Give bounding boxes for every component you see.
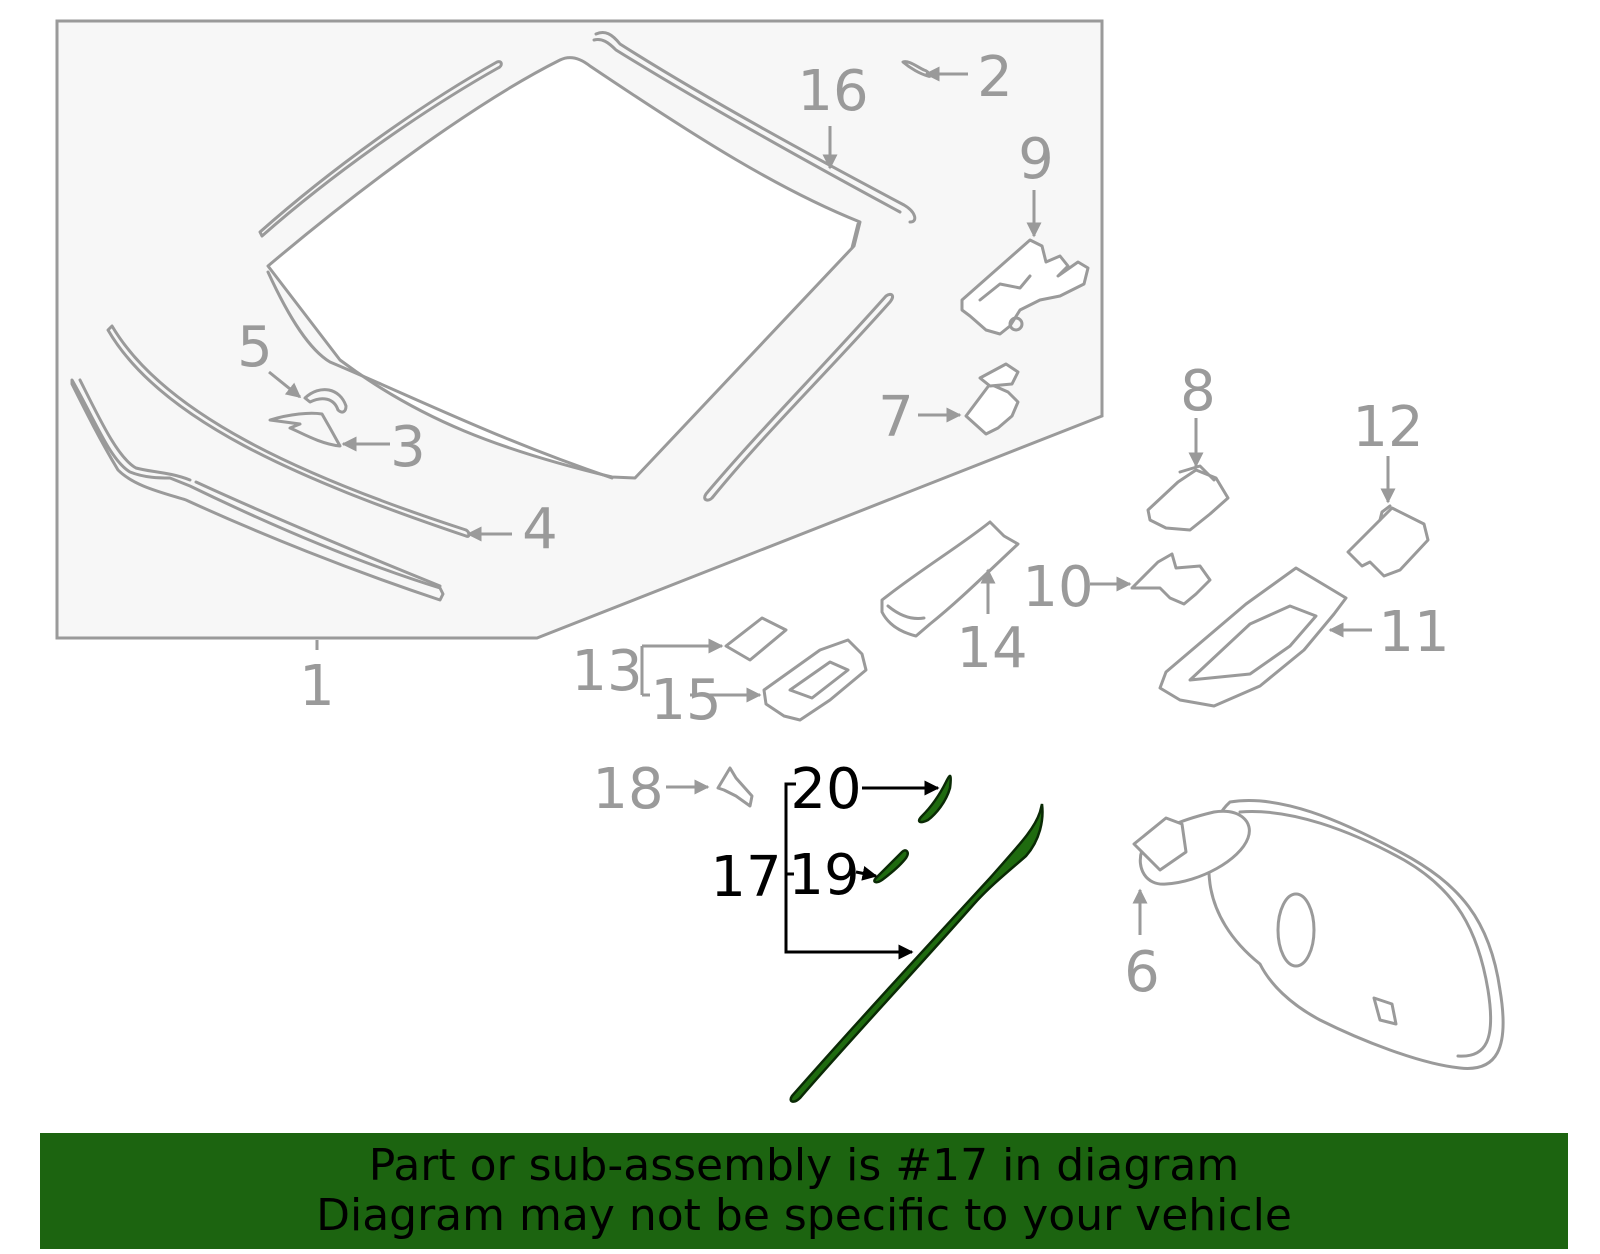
callout-label-6: 6 <box>1124 940 1160 1005</box>
callout-label-9: 9 <box>1018 127 1054 192</box>
part-13-pad <box>724 616 788 662</box>
info-banner-background <box>40 1133 1568 1249</box>
part-12-bracket <box>1346 504 1430 578</box>
callout-label-11: 11 <box>1378 600 1449 665</box>
callout-label-8: 8 <box>1180 359 1216 424</box>
part-8-sensor <box>1146 464 1230 532</box>
part-5-cover <box>303 388 348 414</box>
callout-label-5: 5 <box>237 315 273 380</box>
windshield-glass <box>266 56 862 480</box>
callout-label-2: 2 <box>977 45 1013 110</box>
info-banner: Part or sub-assembly is #17 in diagram D… <box>40 1133 1568 1249</box>
part-7-bracket <box>964 362 1020 436</box>
leader-lines <box>268 66 1396 960</box>
callout-label-10: 10 <box>1022 555 1093 620</box>
callout-label-12: 12 <box>1352 395 1423 460</box>
part-9-bracket <box>960 238 1090 336</box>
callout-label-17: 17 <box>710 845 781 910</box>
callout-label-15: 15 <box>650 668 721 733</box>
part-16-upper-moulding <box>592 30 917 224</box>
banner-line-2: Diagram may not be specific to your vehi… <box>316 1190 1292 1241</box>
left-pillar-moulding <box>258 60 503 238</box>
callout-label-13: 13 <box>571 639 642 704</box>
part-3-bracket <box>268 411 342 448</box>
part-10-clip <box>1130 552 1212 606</box>
part-18-clip <box>716 766 754 808</box>
callout-label-3: 3 <box>390 415 426 480</box>
callout-label-1: 1 <box>299 654 335 719</box>
callout-label-4: 4 <box>522 497 558 562</box>
part-11-overhead-housing <box>1158 566 1348 708</box>
callout-label-19: 19 <box>788 843 859 908</box>
callout-label-20: 20 <box>790 757 861 822</box>
part-20-clip <box>917 774 953 824</box>
banner-line-1: Part or sub-assembly is #17 in diagram <box>368 1140 1240 1191</box>
part-15-camera-bracket <box>762 638 868 722</box>
callout-label-16: 16 <box>797 59 868 124</box>
part-6-rearview-mirror <box>1132 799 1505 1070</box>
callout-label-14: 14 <box>956 616 1027 681</box>
part-17-pillar-trim <box>789 803 1044 1103</box>
part-19-clip <box>873 849 909 884</box>
callout-label-7: 7 <box>878 385 914 450</box>
cowl-strip <box>70 378 445 602</box>
callout-label-18: 18 <box>592 757 663 822</box>
right-pillar-moulding <box>703 292 895 502</box>
